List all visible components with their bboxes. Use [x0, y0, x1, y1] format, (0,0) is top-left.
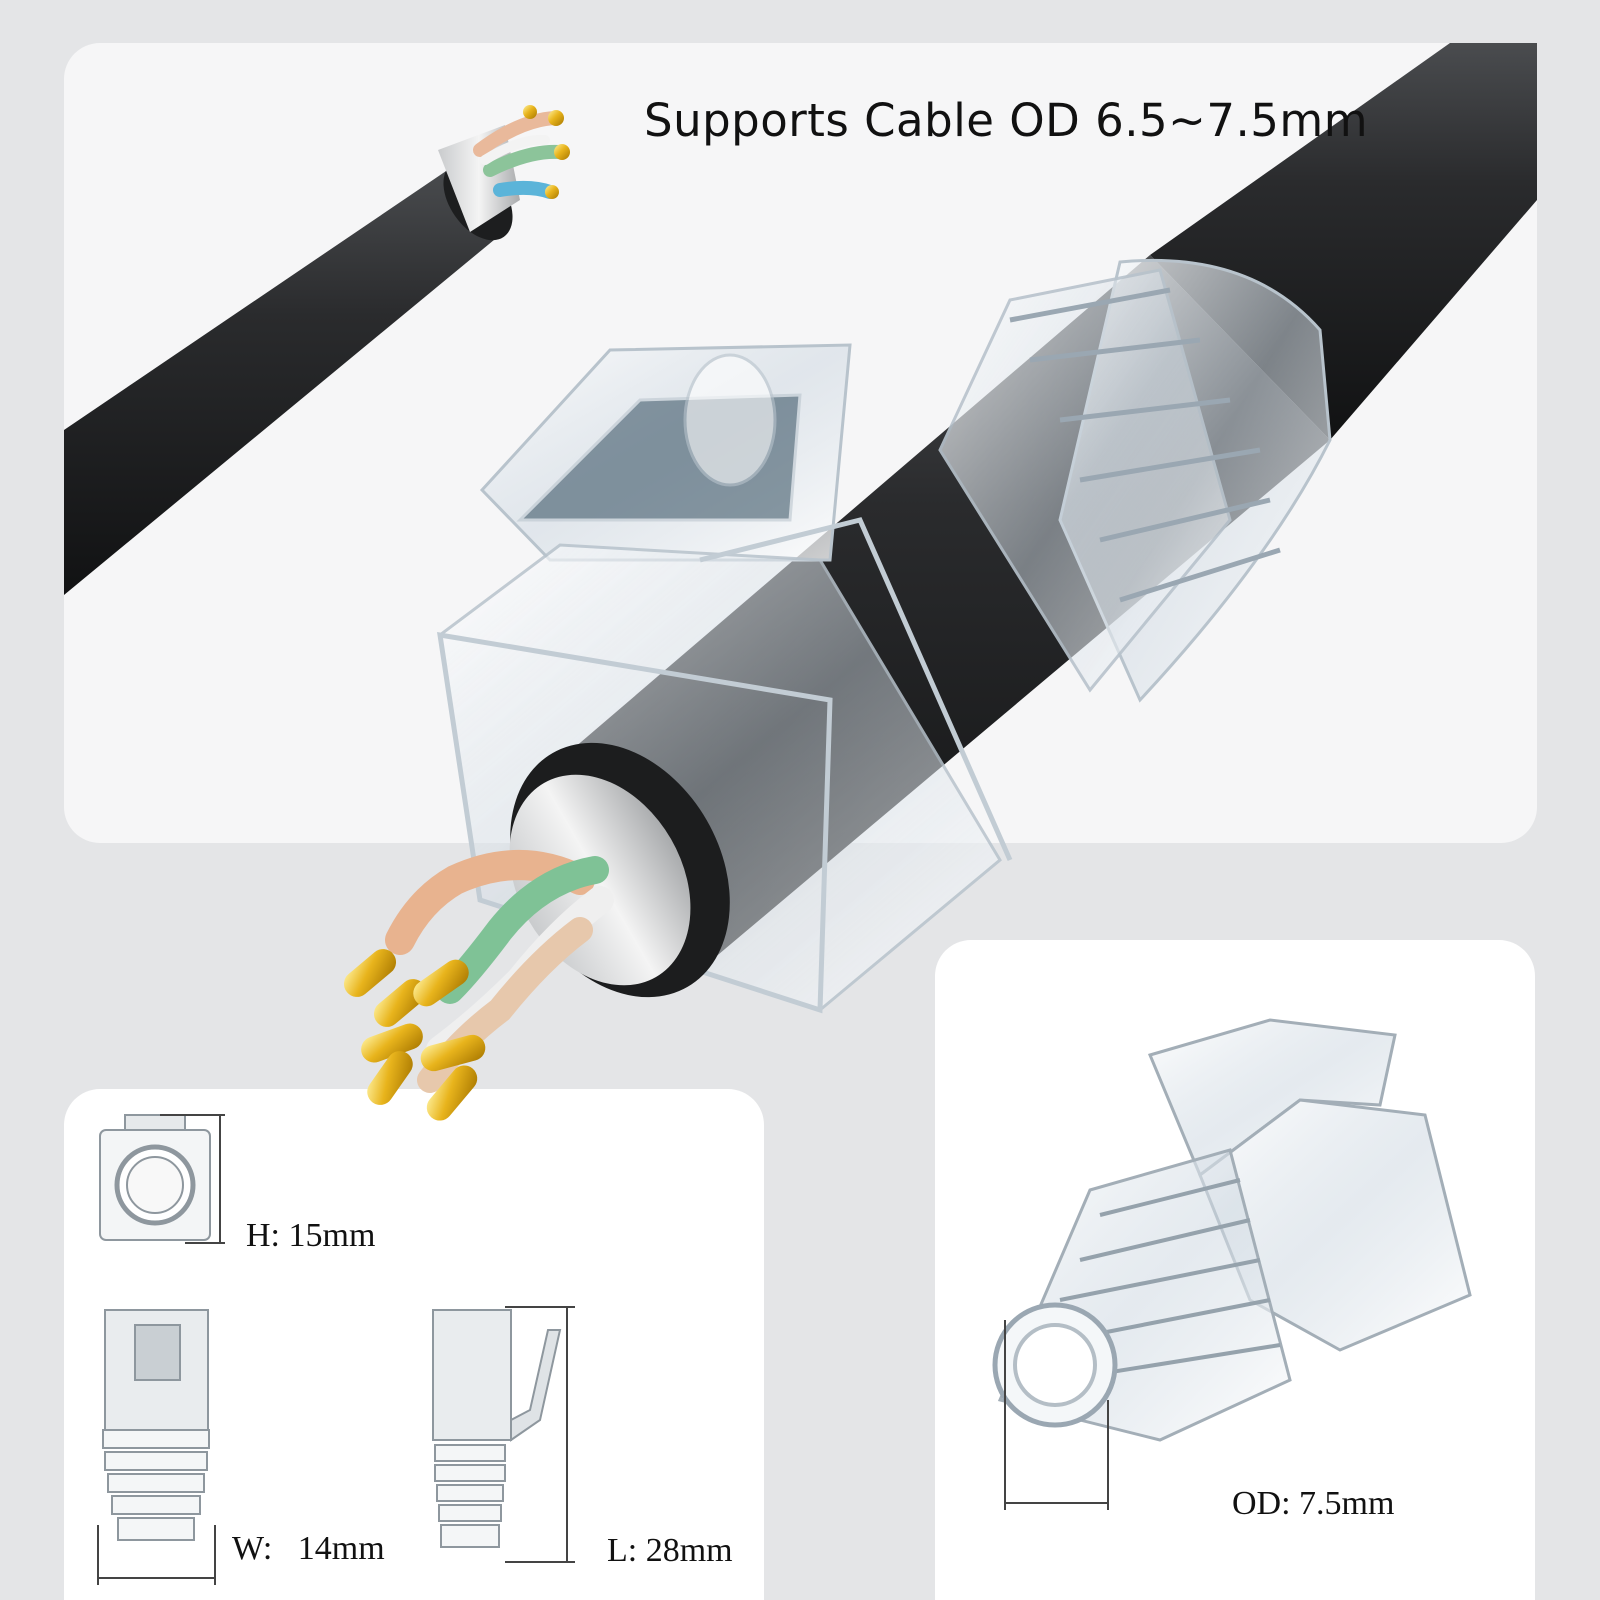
height-dimension-line — [160, 1114, 225, 1244]
gold-pins — [343, 949, 486, 1121]
width-dimension-line — [97, 1525, 216, 1585]
headline: Supports Cable OD 6.5~7.5mm — [644, 94, 1369, 147]
length-label: L: 28mm — [607, 1532, 733, 1569]
side-view-sketch — [432, 1309, 562, 1548]
boot-closeup — [992, 1018, 1472, 1442]
length-dimension-line — [505, 1306, 575, 1563]
loose-cable — [64, 105, 570, 595]
od-dimension-line — [1004, 1320, 1109, 1510]
front-view-sketch — [99, 1114, 211, 1241]
outer-diameter-label: OD: 7.5mm — [1232, 1485, 1395, 1522]
loose-cable-wires — [473, 105, 570, 199]
height-label: H: 15mm — [246, 1217, 376, 1254]
top-view-sketch — [102, 1309, 210, 1541]
width-label: W: 14mm — [232, 1530, 385, 1567]
cable-end — [343, 742, 730, 1121]
